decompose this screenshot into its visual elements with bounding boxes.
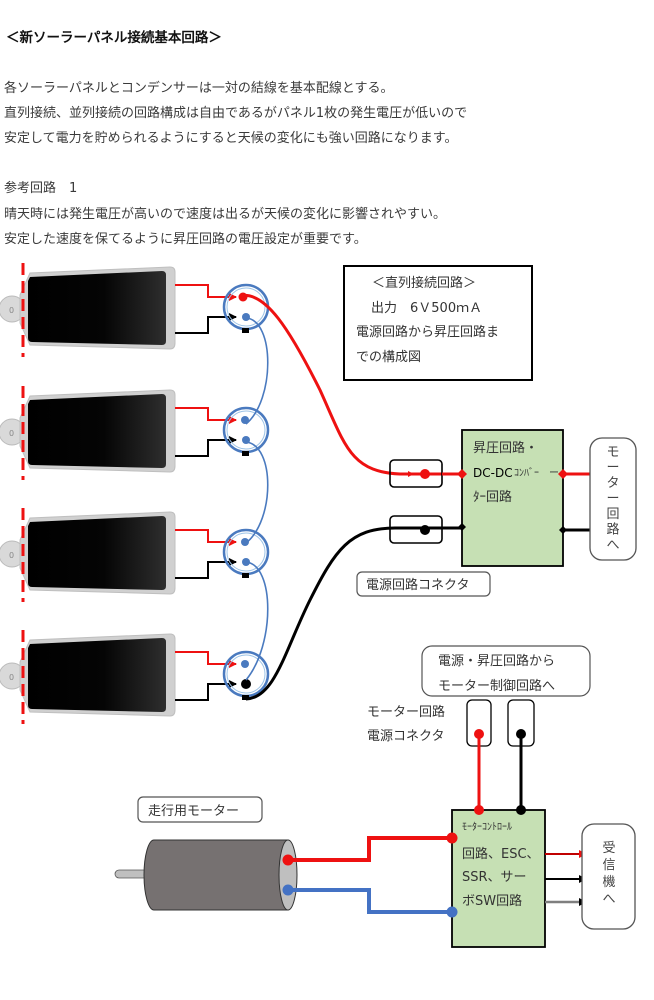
bridge-label-line1: 電源・昇圧回路から — [438, 653, 555, 669]
bridge-label-line2: モーター制御回路へ — [438, 678, 555, 694]
motor-label-box: 走行用モーター — [137, 796, 263, 823]
capacitor — [222, 283, 270, 333]
motor-connector-label-line2: 電源コネクタ — [367, 729, 444, 744]
control-line3: SSR、サー — [462, 870, 527, 885]
motor-control-board: ﾓｰﾀｰｺﾝﾄﾛｰﾙ 回路、ESC、 SSR、サー ボSW回路 — [451, 805, 587, 948]
motor-connector-label-line1: モーター回路 — [367, 704, 445, 720]
vertical-char: へ — [602, 892, 615, 907]
svg-text:ー: ー — [549, 468, 559, 479]
capacitor-series-links — [245, 317, 269, 681]
paragraph2-line1: 晴天時には発生電圧が高いので速度は出るが天候の変化に影響されやすい。 — [4, 207, 447, 222]
capacitor — [222, 650, 270, 700]
motor-connector-negative[interactable] — [507, 699, 535, 810]
paragraph2-line2: 安定した速度を保てるように昇圧回路の電圧設定が重要です。 — [4, 232, 367, 247]
bridge-label-box: 電源・昇圧回路から モーター制御回路へ — [421, 645, 591, 697]
motor-connector-positive[interactable] — [466, 699, 492, 810]
booster-line1: 昇圧回路・ — [473, 440, 538, 456]
series-note-output: 出力 6Ｖ500ｍＡ — [371, 301, 482, 316]
vertical-char: タ — [606, 476, 619, 491]
vertical-char: ー — [606, 492, 619, 507]
solar-panel: 0 — [0, 263, 237, 357]
negative-main-wire — [245, 526, 462, 701]
paragraph1-line3: 安定して電力を貯められるようにすると天候の変化にも強い回路になります。 — [4, 131, 458, 146]
vertical-char: モ — [606, 445, 619, 460]
power-connector-label: 電源回路コネクタ — [366, 577, 469, 593]
vertical-char: ー — [606, 461, 619, 476]
control-line1: ﾓｰﾀｰｺﾝﾄﾛｰﾙ — [462, 821, 512, 833]
control-line2: 回路、ESC、 — [462, 846, 540, 862]
power-connector-label-box: 電源回路コネクタ — [356, 571, 491, 597]
motor-negative-wire — [288, 888, 452, 914]
drive-motor — [114, 839, 298, 911]
control-line4: ボSW回路 — [462, 893, 522, 909]
solar-panel: 0 — [0, 508, 237, 602]
panel-label: 0 — [9, 551, 14, 560]
capacitor — [222, 528, 270, 578]
paragraph1-line1: 各ソーラーパネルとコンデンサーは一対の結線を基本配線とする。 — [4, 81, 394, 96]
booster-line2a: DC-DC — [473, 466, 513, 480]
booster-line3: ﾀｰ回路 — [473, 489, 512, 505]
solar-panel: 0 — [0, 386, 237, 480]
positive-main-wire — [239, 293, 462, 476]
panel-label: 0 — [9, 429, 14, 438]
vertical-char: 信 — [602, 858, 615, 873]
vertical-char: 路 — [606, 522, 619, 538]
series-note-desc2: での構成図 — [356, 350, 421, 365]
booster-line2b: ｺﾝﾊﾞｰ — [514, 467, 539, 479]
page-title: ＜新ソーラーパネル接続基本回路＞ — [6, 30, 222, 46]
series-note-heading: ＜直列接続回路＞ — [372, 275, 476, 291]
paragraph1-line2: 直列接続、並列接続の回路構成は自由であるがパネル1枚の発生電圧が低いので — [4, 106, 468, 121]
vertical-char: 機 — [602, 875, 615, 890]
panel-label: 0 — [9, 306, 14, 315]
series-note-desc1: 電源回路から昇圧回路ま — [356, 324, 499, 340]
capacitor — [222, 406, 270, 456]
series-note-box: ＜直列接続回路＞ 出力 6Ｖ500ｍＡ 電源回路から昇圧回路ま での構成図 — [343, 265, 533, 381]
vertical-char: 回 — [606, 507, 619, 522]
vertical-char: へ — [606, 538, 619, 553]
motor-label: 走行用モーター — [148, 804, 239, 819]
booster-converter-board: 昇圧回路・ DC-DC ｺﾝﾊﾞｰ ー ﾀｰ回路 — [442, 429, 602, 567]
solar-panel: 0 — [0, 630, 237, 724]
vertical-char: 受 — [602, 841, 615, 856]
panel-label: 0 — [9, 673, 14, 682]
reference-heading: 参考回路 1 — [4, 181, 78, 196]
motor-positive-wire — [288, 836, 452, 862]
